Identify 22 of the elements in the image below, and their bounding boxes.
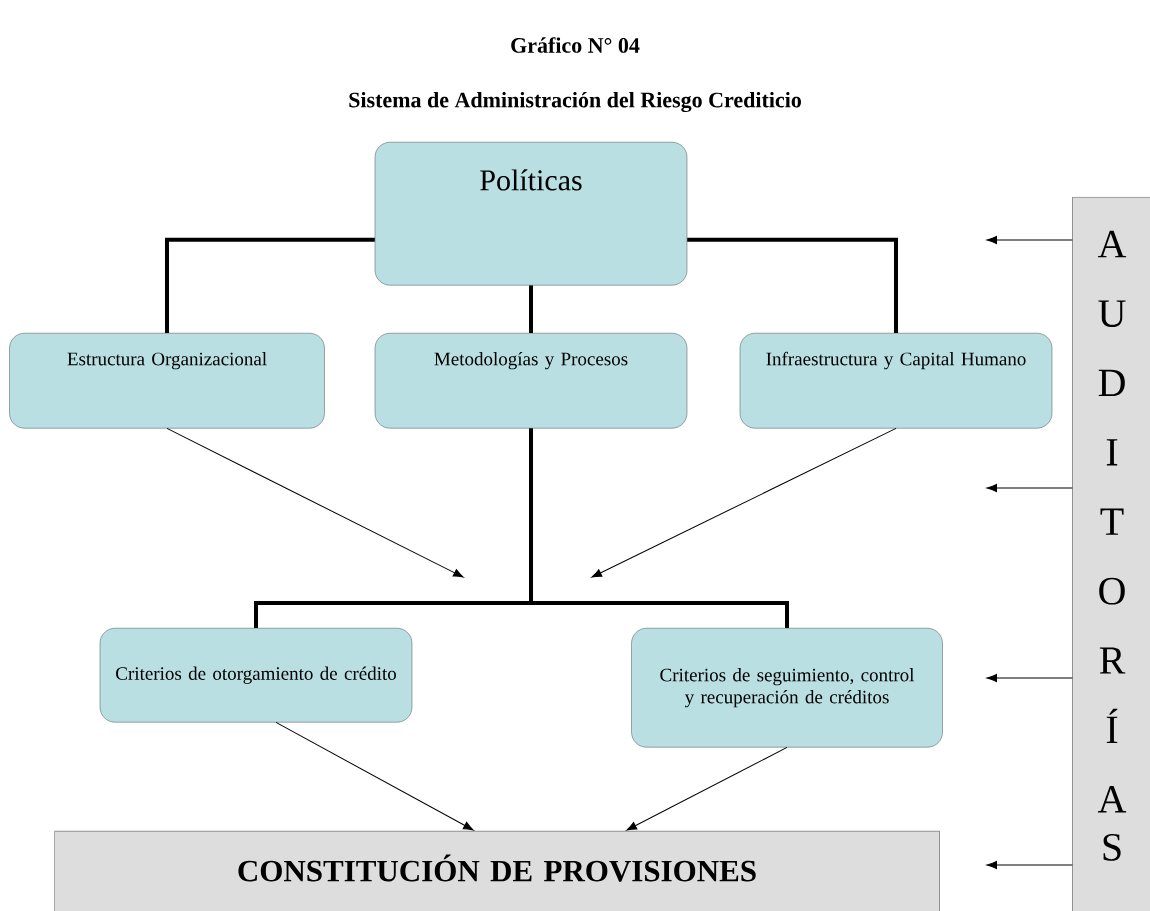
connector-line (529, 428, 789, 628)
process-box: Criterios de seguimiento, control y recuperación de créditos (631, 628, 943, 748)
process-box: Infraestructura y Capital Humano (739, 333, 1053, 429)
connector-line (529, 285, 533, 333)
arrow (986, 860, 1073, 870)
arrow (986, 235, 1073, 245)
process-box: Criterios de otorgamiento de crédito (99, 628, 413, 723)
process-box: Estructura Organizacional (9, 333, 325, 429)
arrow (166, 427, 464, 578)
subtitle: Sistema de Administración del Riesgo Crediticio (349, 91, 801, 113)
process-box: Metodologías y Procesos (374, 333, 688, 429)
arrow (591, 427, 897, 578)
connector-line (687, 237, 898, 333)
title: Gráfico N° 04 (511, 37, 640, 53)
arrow (626, 746, 788, 831)
result-box: CONSTITUCIÓN DE PROVISIONES (54, 831, 940, 911)
arrow (986, 673, 1073, 683)
connector-line (165, 237, 375, 333)
vertical-band: AUDITORÍAS (1072, 197, 1150, 911)
arrow (986, 483, 1073, 493)
title-box: Políticas (374, 142, 688, 286)
arrow (275, 721, 474, 831)
